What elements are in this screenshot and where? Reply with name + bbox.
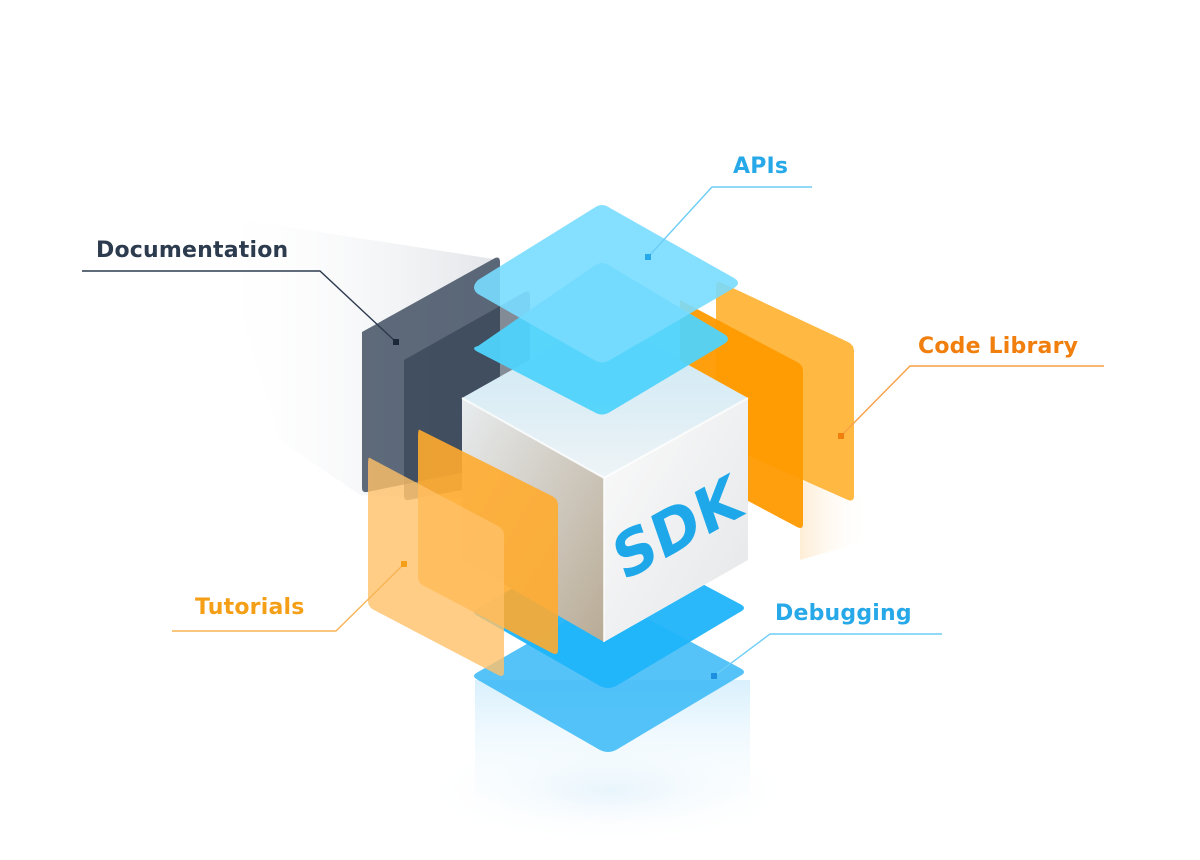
documentation-label: Documentation <box>96 238 289 263</box>
background-shadows <box>210 215 870 845</box>
debugging-marker <box>711 673 717 679</box>
apis-label: APIs <box>733 154 789 179</box>
tutorials-marker <box>401 561 407 567</box>
callout-debugging <box>711 633 942 679</box>
documentation-marker <box>393 339 399 345</box>
apis-marker <box>645 254 651 260</box>
callout-apis <box>645 186 812 260</box>
tutorials-label: Tutorials <box>195 595 305 620</box>
callout-code-library <box>838 365 1104 439</box>
callout-documentation <box>82 270 399 345</box>
api-layers <box>474 205 738 415</box>
tutorials-panels <box>368 429 558 676</box>
code-library-marker <box>838 433 844 439</box>
debugging-label: Debugging <box>775 601 912 626</box>
code-library-label: Code Library <box>918 334 1079 359</box>
callout-tutorials <box>172 561 407 632</box>
